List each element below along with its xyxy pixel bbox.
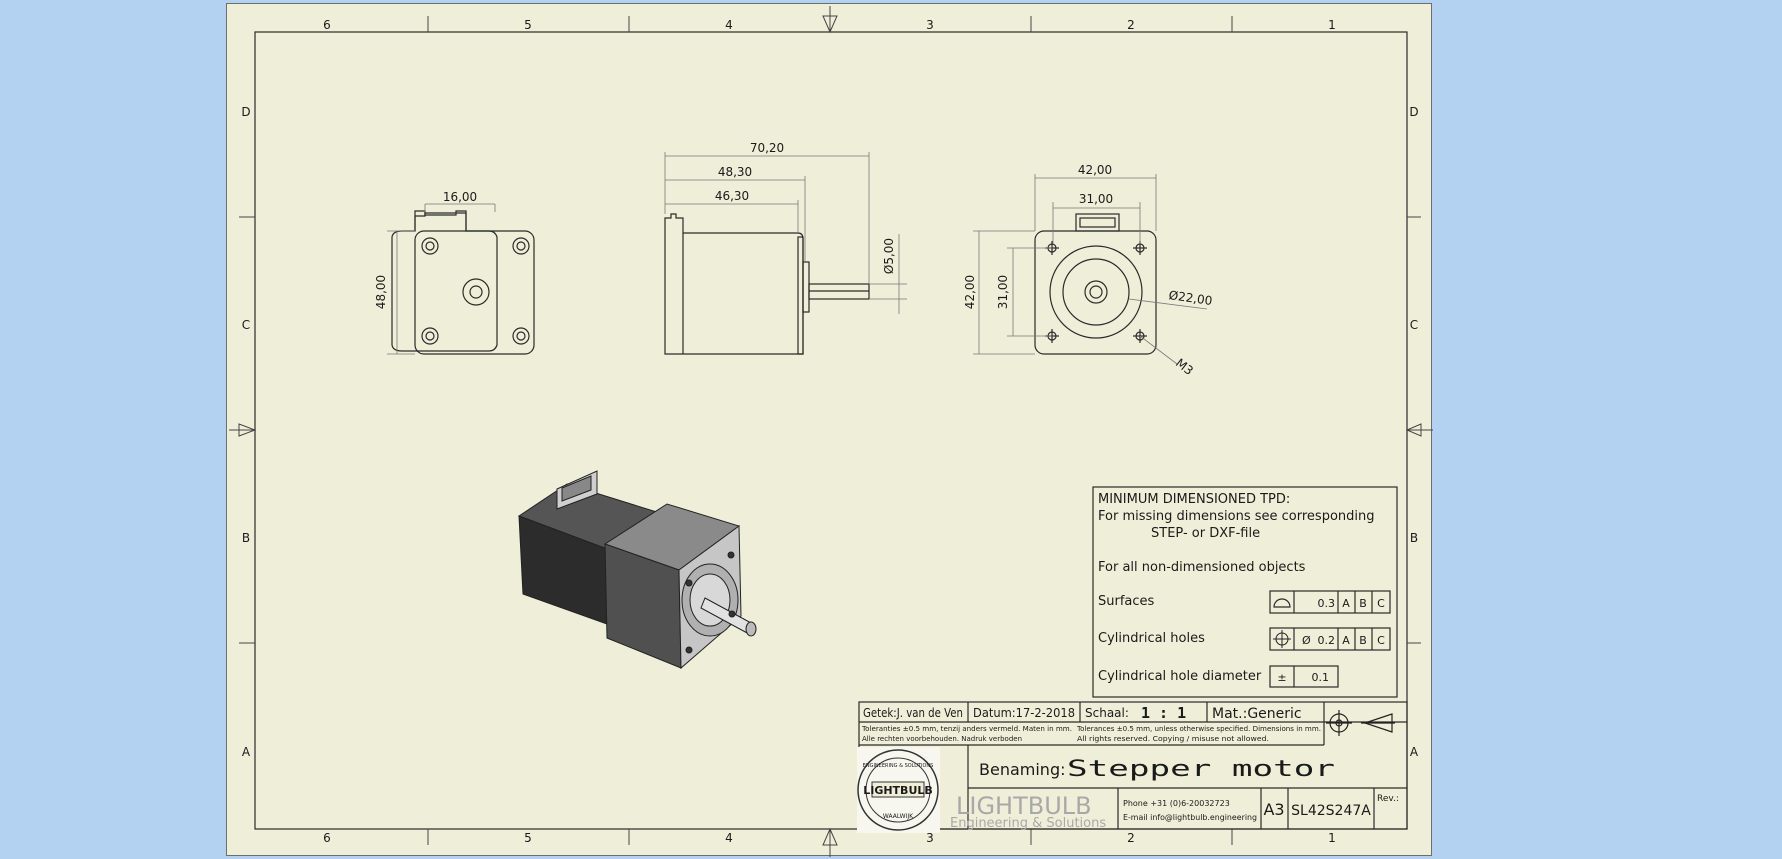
tolerance-nl-2: Alle rechten voorbehouden. Nadruk verbod… [862, 735, 1022, 743]
position-icon [1273, 630, 1291, 648]
dim-shaft-dia: Ø5,00 [882, 238, 896, 274]
cyl-hole-dia-label: Cylindrical hole diameter [1098, 669, 1262, 684]
note-line-3: STEP- or DXF-file [1151, 526, 1260, 541]
dim-side-body2: 46,30 [715, 189, 749, 203]
logo-ring-top: ENGINEERING & SOLUTIONS [863, 763, 934, 769]
zone-col-4-bottom: 4 [725, 831, 733, 845]
note-line-1: MINIMUM DIMENSIONED TPD: [1098, 492, 1290, 507]
sheet-size: A3 [1263, 800, 1284, 819]
front-view [391, 210, 530, 352]
note-line-2: For missing dimensions see corresponding [1098, 509, 1375, 524]
hole-dia-symbol: ± [1277, 671, 1286, 684]
note-line-4: For all non-dimensioned objects [1098, 560, 1306, 575]
name-label: Benaming: [979, 760, 1065, 779]
dim-rear-width: 42,00 [1078, 163, 1112, 177]
tpd-note-box [1092, 486, 1398, 698]
zone-labels-top: 6 5 4 3 2 1 [323, 18, 1336, 32]
surfaces-datum-b: B [1359, 597, 1367, 610]
scale-label: Schaal: [1085, 706, 1129, 720]
zone-row-d: D [241, 105, 250, 119]
zone-col-6-bottom: 6 [323, 831, 331, 845]
dim-front-height: 48,00 [374, 275, 388, 309]
holes-datum-c: C [1377, 634, 1385, 647]
email: E-mail info@lightbulb.engineering [1123, 813, 1257, 822]
tolerance-en-2: All rights reserved. Copying / misuse no… [1077, 735, 1269, 743]
scale-value: 1 : 1 [1141, 704, 1186, 722]
part-number: SL42S247A [1291, 803, 1371, 819]
tolerance-nl-1: Toleranties ±0.5 mm, tenzij anders verme… [861, 725, 1072, 733]
company-name: LIGHTBULB [956, 792, 1092, 820]
phone: Phone +31 (0)6-20032723 [1123, 799, 1230, 808]
zone-row-b-right: B [1410, 531, 1418, 545]
holes-datum-a: A [1342, 634, 1350, 647]
lightbulb-logo: LIGHTBULB ENGINEERING & SOLUTIONS WAALWI… [857, 747, 940, 833]
surfaces-datum-c: C [1377, 597, 1385, 610]
dim-side-body1: 48,30 [718, 165, 752, 179]
hole-position-frame: Ø 0.2 A B C [1269, 627, 1391, 651]
holes-dia-symbol: Ø [1302, 634, 1311, 647]
dim-rear-hole: 31,00 [996, 275, 1010, 309]
surface-tolerance-frame: 0.3 A B C [1269, 590, 1391, 614]
hole-dia-value: 0.1 [1312, 671, 1330, 684]
title-block [858, 701, 1408, 830]
logo-ring-bottom: WAALWIJK [883, 813, 914, 820]
part-name: Stepper motor [1067, 757, 1335, 782]
zone-col-4: 4 [725, 18, 733, 32]
zone-col-5-bottom: 5 [524, 831, 532, 845]
dim-rear-height: 42,00 [963, 275, 977, 309]
drawing-sheet: 6 5 4 3 2 1 6 5 4 3 2 1 D C B A D C B A [226, 3, 1433, 857]
logo-text: LIGHTBULB [863, 784, 933, 797]
holes-datum-b: B [1359, 634, 1367, 647]
zone-row-c: C [242, 318, 250, 332]
zone-col-1: 1 [1328, 18, 1336, 32]
zone-col-2-bottom: 2 [1127, 831, 1135, 845]
holes-value: 0.2 [1318, 634, 1336, 647]
zone-col-3: 3 [926, 18, 934, 32]
zone-row-a-right: A [1410, 745, 1419, 759]
zone-row-a: A [242, 745, 251, 759]
hole-diameter-frame: ± 0.1 [1269, 665, 1339, 688]
tolerance-en-1: Tolerances ±0.5 mm, unless otherwise spe… [1076, 725, 1321, 733]
surfaces-datum-a: A [1342, 597, 1350, 610]
surfaces-value: 0.3 [1318, 597, 1336, 610]
drawing-date: Datum:17-2-2018 [973, 706, 1075, 720]
isometric-view [517, 470, 757, 670]
zone-col-3-bottom: 3 [926, 831, 934, 845]
revision-label: Rev.: [1377, 794, 1399, 804]
zone-row-d-right: D [1409, 105, 1418, 119]
zone-labels-right: D C B A [1409, 105, 1419, 759]
zone-labels-bottom: 6 5 4 3 2 1 [323, 831, 1336, 845]
dim-thread: M3 [1173, 356, 1196, 378]
dim-rear-connector: 31,00 [1079, 192, 1113, 206]
zone-col-6: 6 [323, 18, 331, 32]
cyl-holes-label: Cylindrical holes [1098, 631, 1205, 646]
material: Mat.:Generic [1212, 706, 1302, 722]
rear-view [1034, 213, 1157, 355]
dim-boss-dia: Ø22,00 [1168, 288, 1213, 308]
projection-symbol-icon [1326, 710, 1395, 736]
zone-col-1-bottom: 1 [1328, 831, 1336, 845]
zone-labels-left: D C B A [241, 105, 251, 759]
company-subtitle: Engineering & Solutions [950, 816, 1106, 831]
surfaces-label: Surfaces [1098, 594, 1155, 609]
side-view [664, 213, 870, 355]
zone-row-b: B [242, 531, 250, 545]
zone-col-5: 5 [524, 18, 532, 32]
technical-drawing: 6 5 4 3 2 1 6 5 4 3 2 1 D C B A D C B A [229, 6, 1433, 857]
zone-row-c-right: C [1410, 318, 1418, 332]
dim-side-total: 70,20 [750, 141, 784, 155]
surface-profile-icon [1273, 598, 1291, 608]
dim-front-width: 16,00 [443, 190, 477, 204]
zone-col-2: 2 [1127, 18, 1135, 32]
front-body [414, 230, 535, 355]
drawn-by: Getek:J. van de Ven [863, 706, 963, 720]
